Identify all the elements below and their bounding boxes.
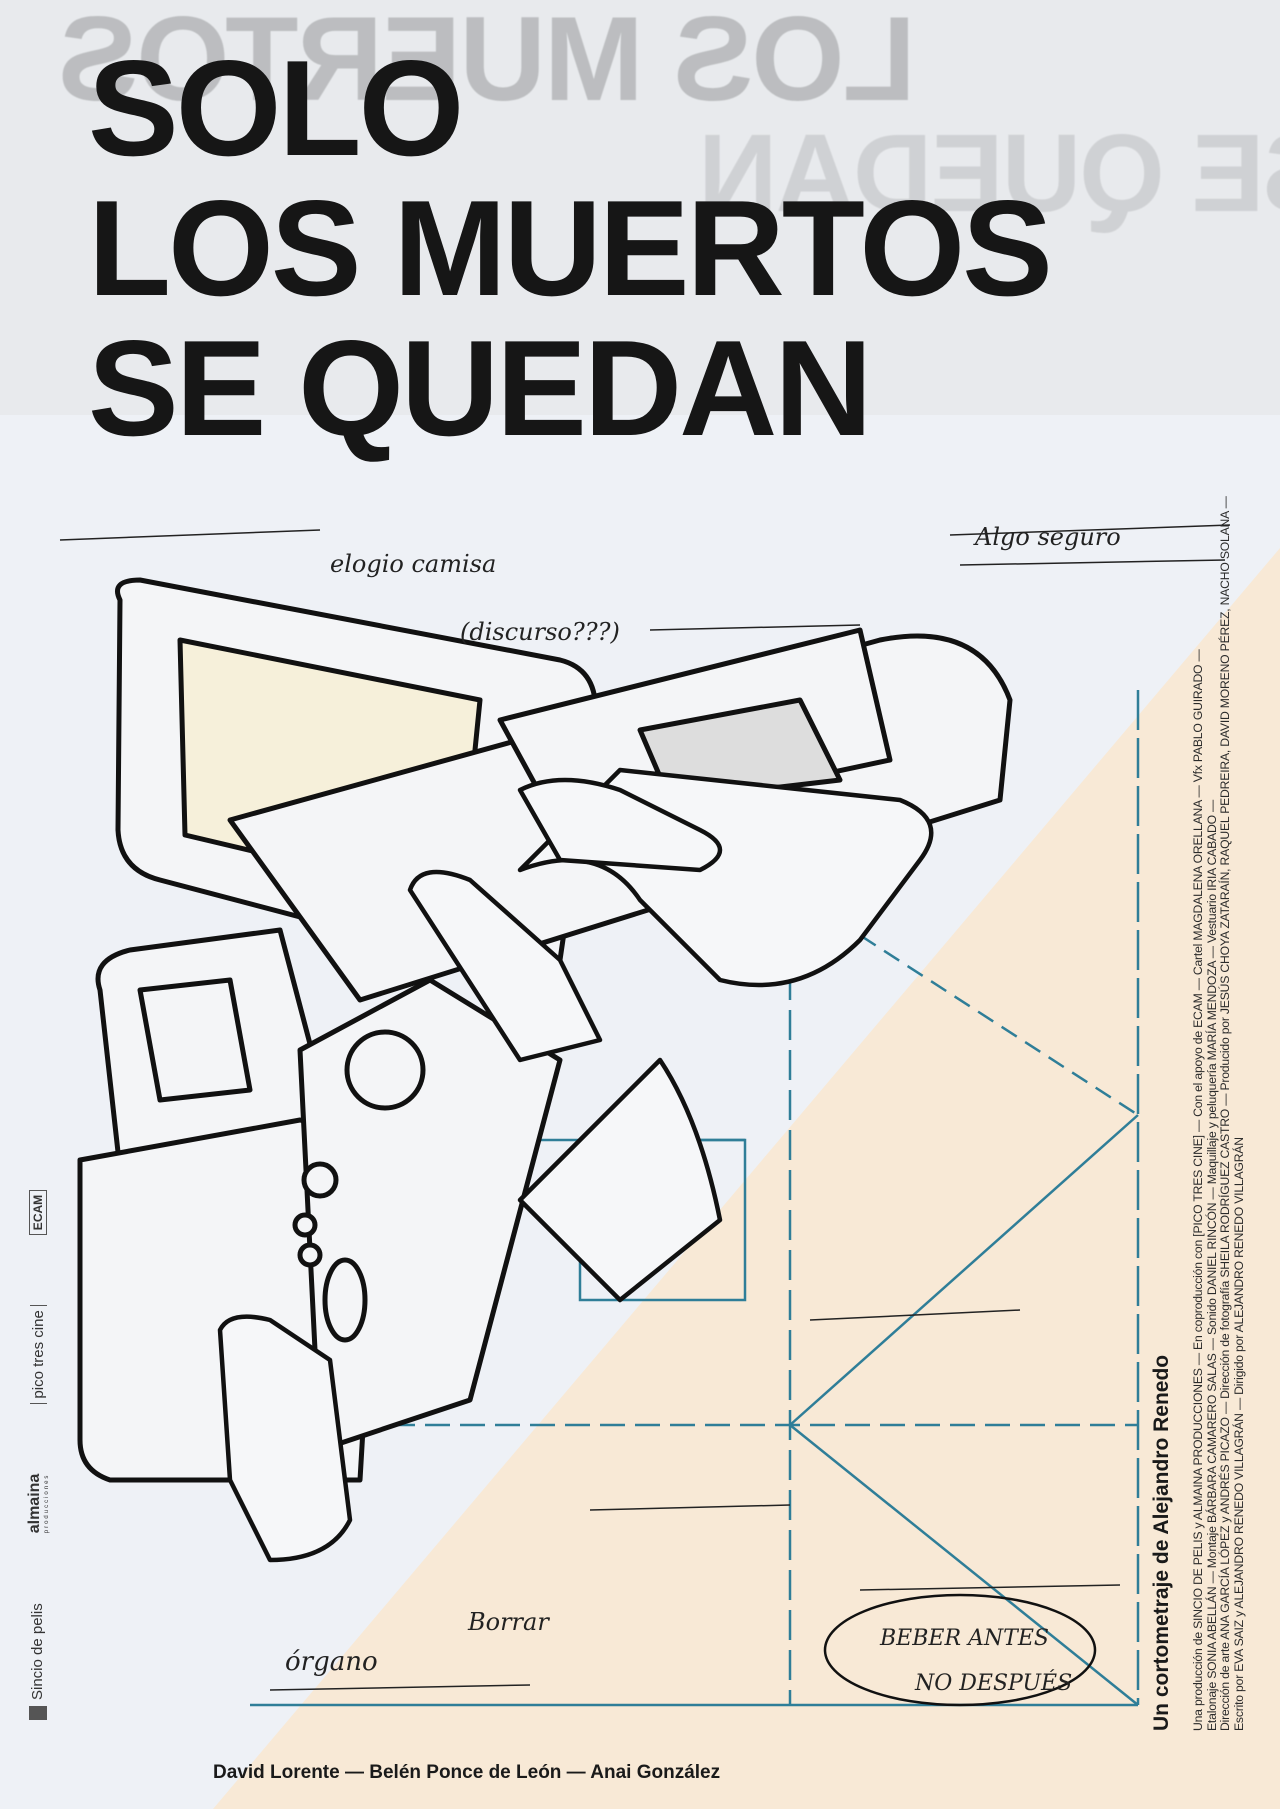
title-line-1: SOLO — [88, 32, 464, 184]
title-line-2: LOS MUERTOS — [88, 172, 1053, 324]
svg-text:NO DESPUÉS: NO DESPUÉS — [914, 1669, 1072, 1696]
logo-sincio: Sincio de pelis — [29, 1603, 47, 1720]
note-elogio: elogio camisa — [330, 550, 496, 578]
credit-block: Una producción de SINCIO DE PELIS y ALMA… — [1191, 496, 1246, 1732]
credit-line: Etalonaje SONIA ABELLÁN — Montaje BÁRBAR… — [1204, 799, 1219, 1731]
director-credit: Un cortometraje de Alejandro Renedo — [1150, 1354, 1173, 1731]
note-algo: Algo seguro — [973, 523, 1121, 551]
poster-title: SOLO LOS MUERTOS SE QUEDAN — [88, 32, 1053, 464]
credit-line: Una producción de SINCIO DE PELIS y ALMA… — [1191, 649, 1205, 1732]
cast-line: David Lorente — Belén Ponce de León — An… — [213, 1762, 721, 1783]
note-organo: órgano — [285, 1647, 378, 1677]
logo-pico-tres-cine: pico tres cine — [29, 1305, 47, 1404]
credit-line: Escrito por EVA SAIZ y ALEJANDRO RENEDO … — [1231, 1137, 1246, 1731]
title-line-3: SE QUEDAN — [88, 312, 873, 464]
note-discurso: (discurso???) — [460, 618, 620, 646]
top-paper-band — [0, 0, 1280, 415]
credit-line: Dirección de arte ANA GARCÍA LÓPEZ y AND… — [1218, 496, 1232, 1731]
note-beber: BEBER ANTES — [879, 1626, 1049, 1651]
note-borrar: Borrar — [467, 1608, 550, 1636]
logo-ecam: ECAM — [29, 1189, 47, 1236]
handwritten-notes: elogio camisa (discurso???) Algo seguro … — [59, 523, 1231, 1707]
